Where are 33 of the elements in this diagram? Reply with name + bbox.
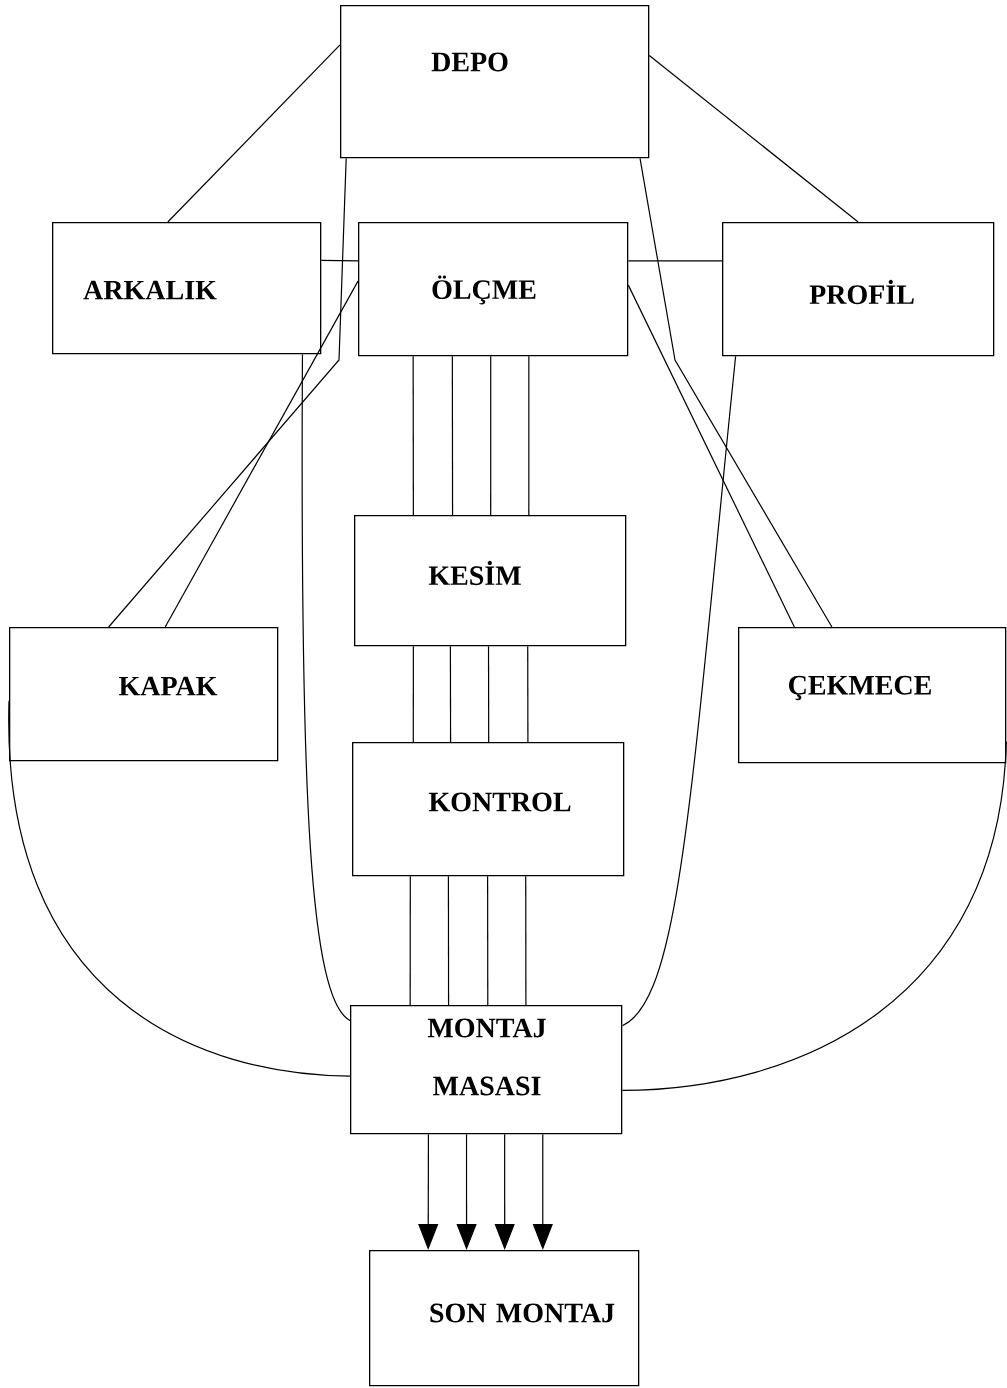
connector-line [528,355,530,516]
process-box: SON MONTAJ [369,1250,640,1387]
connector-line [648,55,859,223]
connector-line [627,260,723,262]
connector-line [164,280,359,628]
connector-line [449,645,452,743]
connector-line [451,355,454,516]
process-box: DEPO [340,5,650,159]
connector-line [621,355,737,1027]
process-box: ARKALIK [52,222,322,355]
connector-line [167,44,341,223]
process-box: ÇEKMECE [738,627,1007,764]
connector-line [320,259,359,262]
connector-line [527,645,529,743]
process-box: KAPAK [9,627,279,762]
connector-line [487,645,490,743]
connector-line [412,355,414,516]
connector-line [490,355,492,516]
process-box: ÖLÇME [358,222,629,357]
connector-line [487,875,489,1006]
connector-line [108,157,347,628]
connector-line [412,645,414,743]
process-box: MONTAJ MASASI [350,1005,623,1135]
connector-line [639,157,833,628]
process-box: KONTROL [352,742,625,877]
connector-line [447,875,450,1006]
connector-line [409,875,411,1006]
connector-line [627,284,795,628]
connector-line [525,875,527,1006]
connector-line [8,700,351,1077]
process-box: PROFİL [722,222,995,357]
connector-line [301,353,351,1022]
process-box: KESİM [354,515,627,647]
